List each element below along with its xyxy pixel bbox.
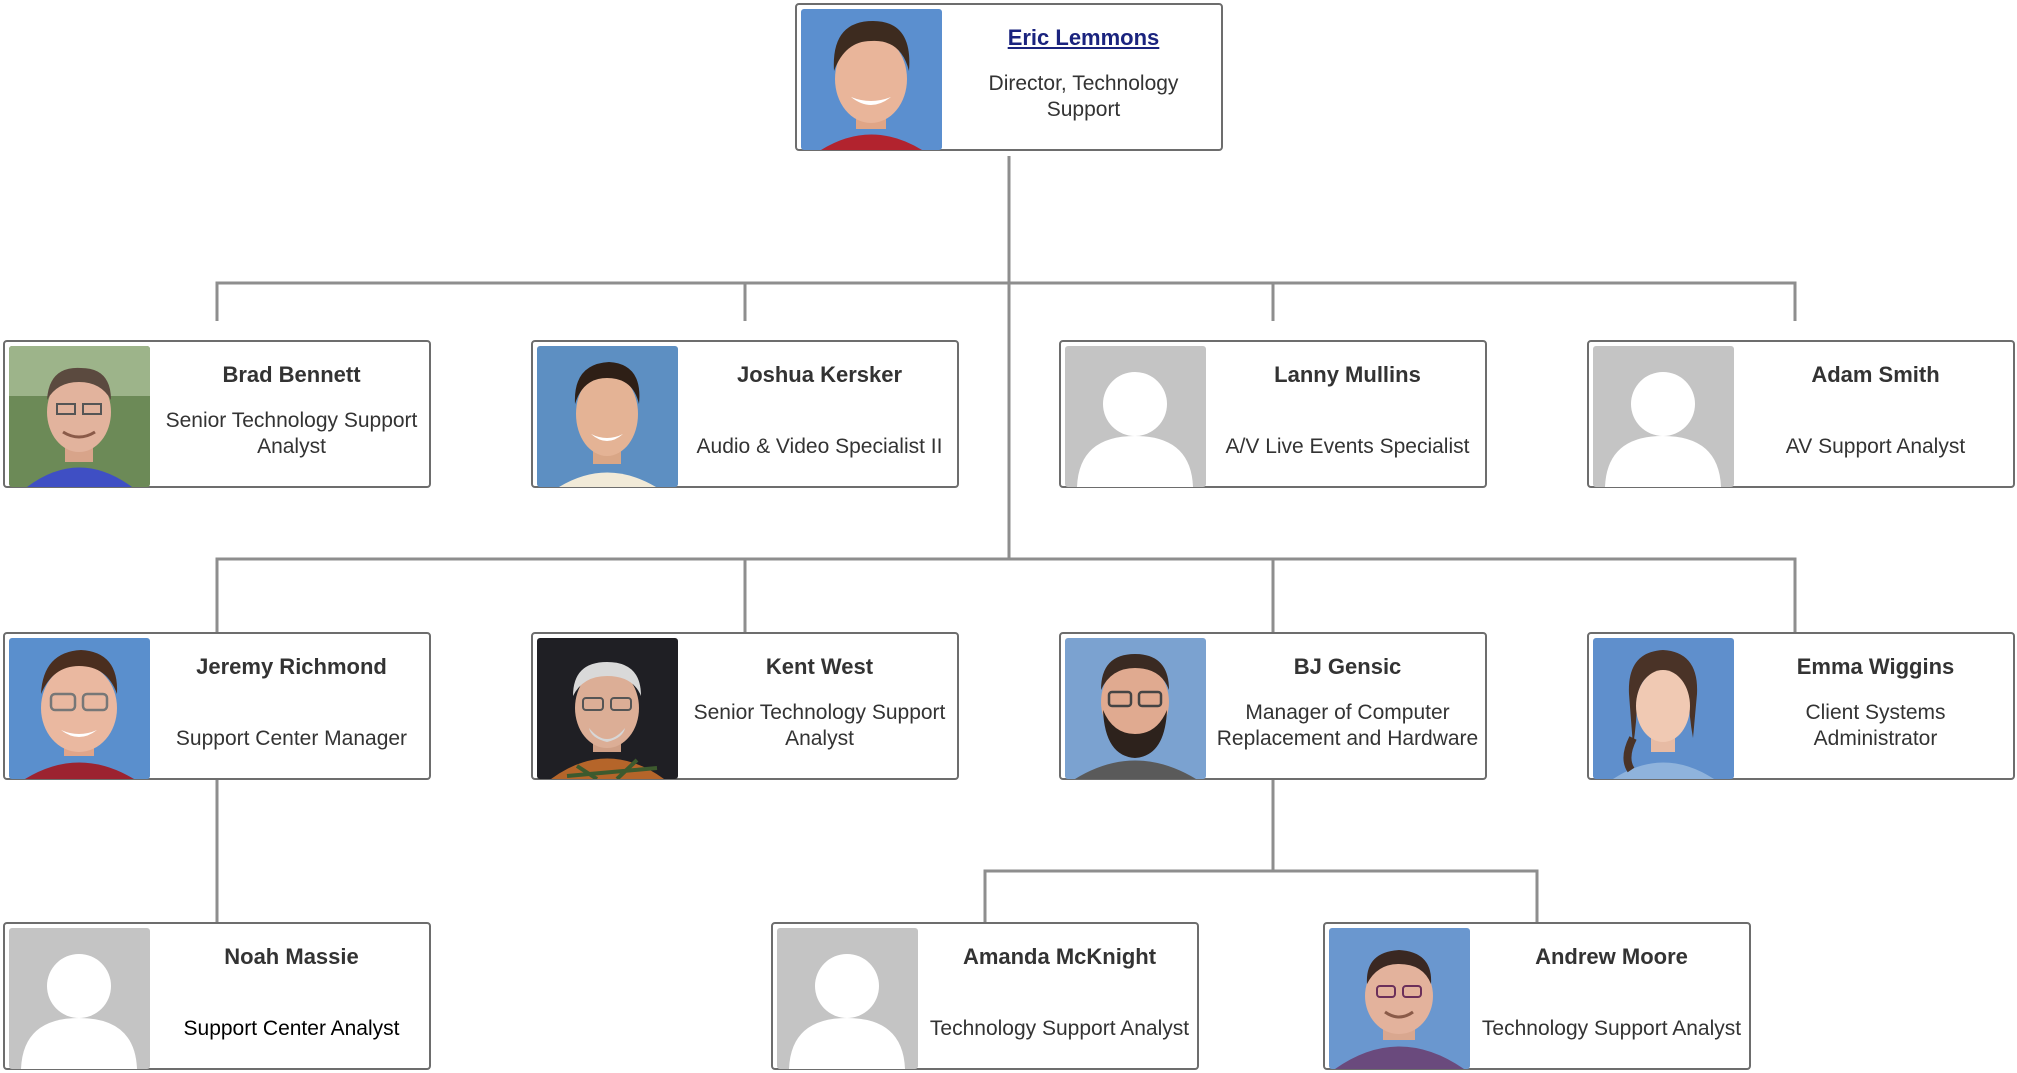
portrait-photo — [537, 638, 678, 779]
placeholder-avatar-icon — [1593, 346, 1734, 487]
job-title: Audio & Video Specialist II — [696, 435, 943, 458]
placeholder-avatar-icon — [1065, 346, 1206, 487]
portrait-photo — [9, 346, 150, 487]
job-title: Manager of Computer Replacement and Hard… — [1216, 701, 1479, 750]
placeholder-avatar-icon — [777, 928, 918, 1069]
person-name: Emma Wiggins — [1796, 654, 1955, 679]
job-title: Client Systems Administrator — [1805, 701, 1946, 750]
person-name: Brad Bennett — [222, 362, 361, 387]
person-name: Noah Massie — [224, 944, 359, 969]
connector-eric-tier2 — [215, 283, 1797, 632]
org-card-bj-gensic: BJ Gensic Manager of Computer Replacemen… — [1059, 632, 1487, 780]
job-title: A/V Live Events Specialist — [1225, 435, 1470, 458]
job-title: AV Support Analyst — [1785, 435, 1966, 458]
org-card-amanda-mcknight: Amanda McKnight Technology Support Analy… — [771, 922, 1199, 1070]
org-card-lanny-mullins: Lanny Mullins A/V Live Events Specialist — [1059, 340, 1487, 488]
connector-eric-tier1 — [215, 156, 1797, 321]
org-card-jeremy-richmond: Jeremy Richmond Support Center Manager — [3, 632, 431, 780]
portrait-photo — [1329, 928, 1470, 1069]
portrait-photo — [801, 9, 942, 150]
portrait-photo — [9, 638, 150, 779]
org-card-andrew-moore: Andrew Moore Technology Support Analyst — [1323, 922, 1751, 1070]
org-card-kent-west: Kent West Senior Technology Support Anal… — [531, 632, 959, 780]
job-title: Support Center Manager — [175, 727, 408, 750]
person-name-link[interactable]: Eric Lemmons — [1007, 25, 1160, 50]
person-name: Adam Smith — [1811, 362, 1940, 387]
job-title: Technology Support Analyst — [929, 1017, 1190, 1040]
job-title: Technology Support Analyst — [1481, 1017, 1742, 1040]
job-title: Director, Technology Support — [988, 72, 1179, 121]
person-name: BJ Gensic — [1293, 654, 1402, 679]
person-name: Amanda McKnight — [962, 944, 1157, 969]
org-card-brad-bennett: Brad Bennett Senior Technology Support A… — [3, 340, 431, 488]
job-title: Senior Technology Support Analyst — [165, 409, 418, 458]
person-name: Lanny Mullins — [1274, 362, 1421, 387]
portrait-photo — [1593, 638, 1734, 779]
person-name: Jeremy Richmond — [196, 654, 387, 679]
job-title: Senior Technology Support Analyst — [693, 701, 946, 750]
org-card-joshua-kersker: Joshua Kersker Audio & Video Specialist … — [531, 340, 959, 488]
org-card-eric-lemmons: Eric Lemmons Director, Technology Suppor… — [795, 3, 1223, 151]
org-card-noah-massie: Noah Massie Support Center Analyst — [3, 922, 431, 1070]
portrait-photo — [537, 346, 678, 487]
portrait-photo — [1065, 638, 1206, 779]
placeholder-avatar-icon — [9, 928, 150, 1069]
person-name: Joshua Kersker — [736, 362, 903, 387]
connector-bj-team — [983, 780, 1539, 922]
person-name: Andrew Moore — [1535, 944, 1688, 969]
person-name: Kent West — [765, 654, 874, 679]
org-card-adam-smith: Adam Smith AV Support Analyst — [1587, 340, 2015, 488]
job-title: Support Center Analyst — [183, 1017, 400, 1040]
org-card-emma-wiggins: Emma Wiggins Client Systems Administrato… — [1587, 632, 2015, 780]
